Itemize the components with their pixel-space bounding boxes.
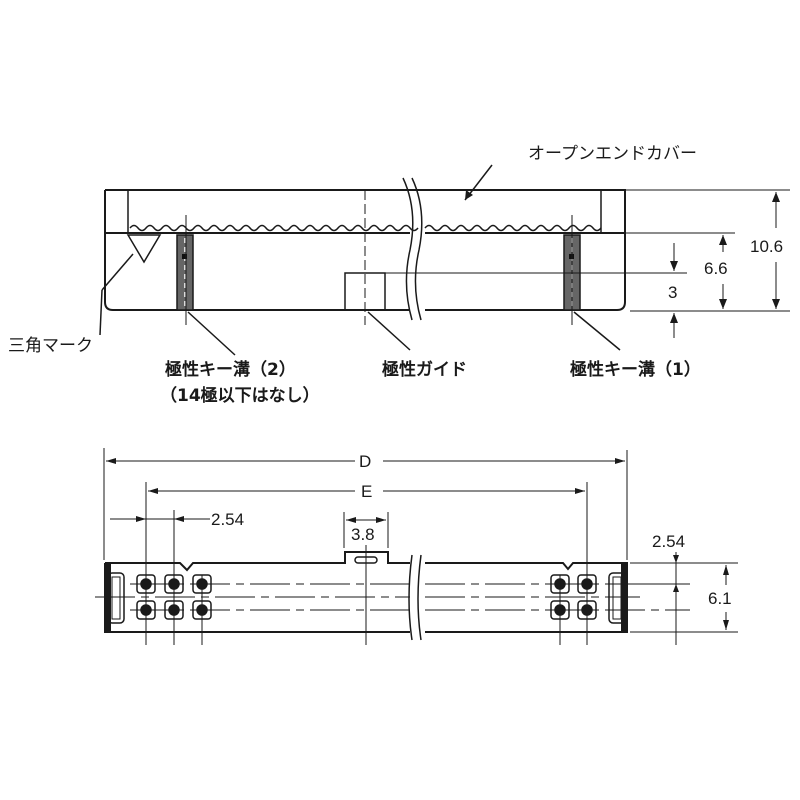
dim-body-height: 6.6 [704, 259, 728, 278]
dim-width: 6.1 [708, 589, 732, 608]
top-view-body [104, 551, 410, 633]
dim-pitch-x: 2.54 [211, 510, 245, 529]
break-line [402, 177, 414, 321]
dim-pitch-y: 2.54 [652, 532, 686, 551]
label-triangle-mark: 三角マーク [8, 336, 93, 356]
side-view-body [104, 190, 410, 311]
dim-overall-length: D [359, 452, 372, 471]
label-open-end-cover: オープンエンドカバー [528, 144, 697, 164]
dim-guide-width: 3.8 [351, 525, 375, 544]
label-polarity-key-slot-1: 極性キー溝（1） [570, 360, 701, 380]
dim-pin-span: E [361, 482, 373, 501]
dim-guide-height: 3 [668, 283, 678, 302]
dim-total-height: 10.6 [750, 237, 784, 256]
label-polarity-guide: 極性ガイド [382, 360, 467, 380]
label-polarity-key-slot-2: 極性キー溝（2） [165, 360, 296, 380]
wavy-cable-line [129, 224, 419, 232]
triangle-mark [126, 234, 162, 264]
polarity-key-slot-2 [176, 234, 194, 311]
label-polarity-key-slot-2-note: （14極以下はなし） [160, 386, 320, 406]
